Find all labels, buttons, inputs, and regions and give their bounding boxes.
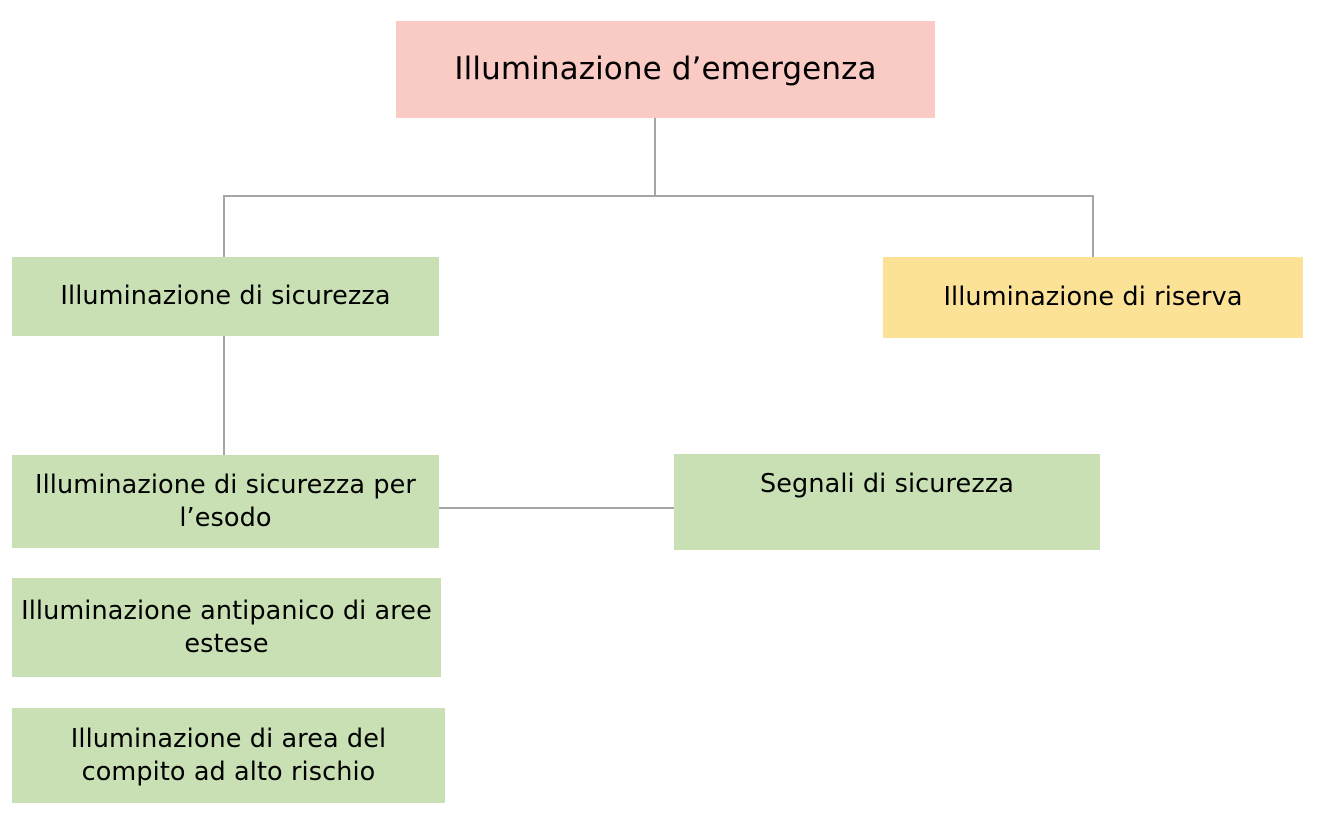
node-illuminazione-di-sicurezza[interactable]: Illuminazione di sicurezza — [12, 257, 439, 336]
node-illuminazione-di-sicurezza-label: Illuminazione di sicurezza — [60, 281, 391, 312]
node-root-illuminazione-emergenza[interactable]: Illuminazione d’emergenza — [396, 21, 935, 118]
node-illuminazione-sicurezza-esodo-label: Illuminazione di sicurezza per l’esodo — [35, 469, 416, 533]
node-illuminazione-antipanico-aree-estese[interactable]: Illuminazione antipanico di aree estese — [12, 578, 441, 677]
node-illuminazione-di-riserva-label: Illuminazione di riserva — [943, 282, 1243, 313]
connector-sicurezza-to-esodo — [223, 335, 225, 456]
node-segnali-di-sicurezza-label: Segnali di sicurezza — [759, 469, 1015, 499]
node-segnali-di-sicurezza[interactable]: Segnali di sicurezza — [674, 454, 1100, 550]
node-illuminazione-area-compito-alto-rischio-label: Illuminazione di area del compito ad alt… — [70, 723, 387, 787]
connector-horizontal-bus — [223, 195, 1094, 197]
node-illuminazione-area-compito-alto-rischio[interactable]: Illuminazione di area del compito ad alt… — [12, 708, 445, 803]
node-root-label: Illuminazione d’emergenza — [454, 50, 877, 87]
node-illuminazione-di-riserva[interactable]: Illuminazione di riserva — [883, 257, 1303, 338]
connector-root-stem — [654, 117, 656, 197]
node-illuminazione-sicurezza-esodo[interactable]: Illuminazione di sicurezza per l’esodo — [12, 455, 439, 548]
connector-drop-to-sicurezza — [223, 195, 225, 258]
connector-esodo-to-segnali — [437, 507, 676, 509]
node-illuminazione-antipanico-aree-estese-label: Illuminazione antipanico di aree estese — [21, 595, 432, 659]
connector-drop-to-riserva — [1092, 195, 1094, 258]
